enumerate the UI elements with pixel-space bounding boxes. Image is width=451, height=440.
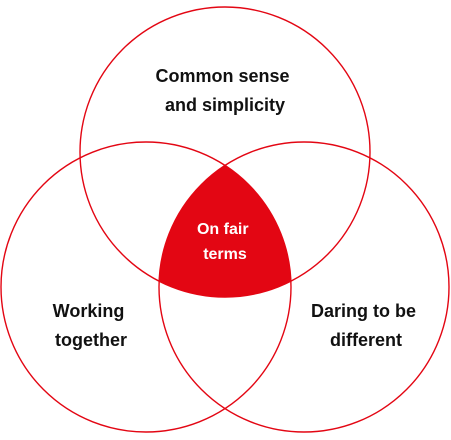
venn-circle-top (79, 6, 371, 298)
center-intersection-group (159, 142, 291, 297)
right-label-line1: Daring to be (311, 301, 416, 321)
top-label-line1: Common sense (155, 66, 289, 86)
venn-circle-left (0, 141, 292, 433)
center-label-line2: terms (203, 246, 247, 263)
top-label-line2: and simplicity (165, 95, 285, 115)
center-label-line1: On fair (197, 221, 249, 238)
top-circle-label: Common sense and simplicity (155, 66, 294, 115)
right-circle-label: Daring to be different (311, 301, 421, 350)
right-label-line2: different (330, 330, 402, 350)
center-label: On fair terms (197, 221, 253, 263)
left-label-line1: Working (53, 301, 125, 321)
left-circle-label: Working together (53, 301, 130, 350)
center-intersection-fill (159, 142, 291, 297)
venn-circle-right (158, 141, 450, 433)
left-label-line2: together (55, 330, 127, 350)
